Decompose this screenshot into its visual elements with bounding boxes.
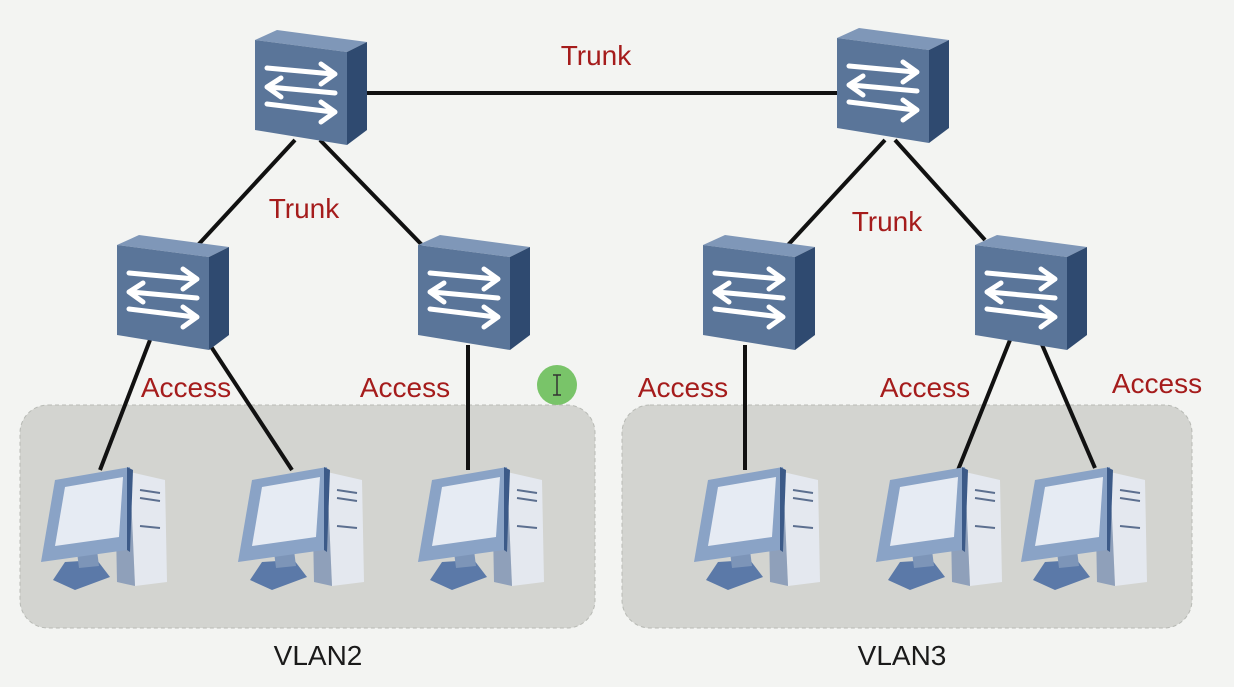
- switch-icon: [418, 235, 530, 350]
- text-cursor-icon: [537, 365, 577, 405]
- access-label: Access: [880, 372, 970, 403]
- pc-icon: [1020, 466, 1148, 591]
- access-label: Access: [360, 372, 450, 403]
- access-link: [1038, 339, 1097, 469]
- access-label: Access: [1112, 368, 1202, 399]
- access-link: [208, 343, 294, 472]
- access-link: [98, 339, 152, 471]
- trunk-label: Trunk: [852, 206, 924, 237]
- trunk-link: [786, 138, 887, 247]
- access-link: [956, 339, 1012, 471]
- trunk-label: Trunk: [269, 193, 341, 224]
- switch-icon: [117, 235, 229, 350]
- trunk-label: Trunk: [561, 40, 633, 71]
- pc-icon: [40, 466, 168, 591]
- pc-icon: [693, 466, 821, 591]
- vlan3-label: VLAN3: [858, 640, 947, 671]
- access-label: Access: [141, 372, 231, 403]
- vlan2-label: VLAN2: [274, 640, 363, 671]
- trunk-link: [893, 138, 987, 242]
- pc-icon: [417, 466, 545, 591]
- switch-icon: [255, 30, 367, 145]
- access-label: Access: [638, 372, 728, 403]
- pc-icon: [875, 466, 1003, 591]
- pc-icon: [237, 466, 365, 591]
- trunk-link: [318, 138, 424, 247]
- switch-icon: [703, 235, 815, 350]
- trunk-link: [196, 138, 297, 247]
- switch-icon: [837, 28, 949, 143]
- links: [98, 91, 1097, 472]
- switch-icon: [975, 235, 1087, 350]
